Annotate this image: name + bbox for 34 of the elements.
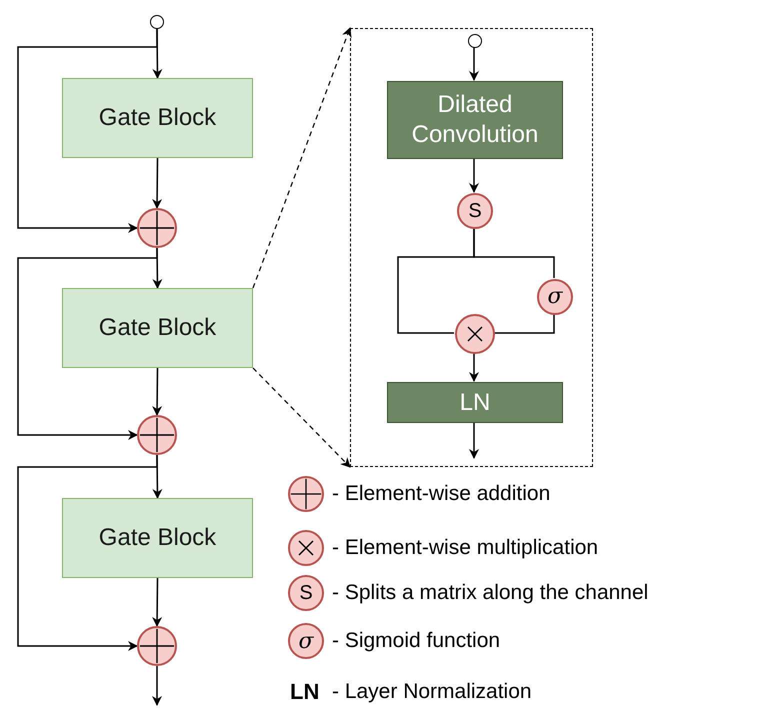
node-label: S: [468, 198, 482, 224]
node-label: Dilated Convolution: [410, 90, 540, 150]
node-label: LN: [460, 388, 490, 418]
legend-text: - Element-wise addition: [332, 483, 550, 504]
process-box: [62, 498, 253, 578]
legend-text: - Splits a matrix along the channel: [332, 582, 648, 603]
arrow: [469, 47, 479, 81]
node-label: Gate Block: [98, 313, 216, 343]
legend-text: - Element-wise multiplication: [332, 537, 598, 558]
arrow: [152, 158, 162, 209]
node-label: Gate Block: [98, 523, 216, 553]
arrow: [469, 422, 479, 459]
arrow: [152, 666, 162, 706]
split-legend-symbol: S: [288, 575, 324, 611]
arrow: [17, 455, 158, 651]
zoom-connector: [252, 27, 352, 288]
zoom-connector: [252, 368, 351, 468]
arrow: [152, 578, 162, 627]
node-label: Gate Block: [98, 103, 216, 133]
arrow: [469, 158, 479, 193]
arrow: [469, 353, 479, 382]
zoom-panel: [350, 28, 593, 467]
process-box: [62, 288, 253, 368]
process-box: [387, 382, 563, 423]
legend-abbreviation: LN: [290, 681, 320, 703]
node-label: σ: [547, 283, 563, 311]
process-box: [62, 78, 253, 158]
arrow: [17, 248, 158, 440]
legend-text: - Sigmoid function: [332, 630, 500, 651]
legend-text: - Layer Normalization: [332, 681, 532, 702]
arrow: [152, 368, 162, 416]
process-box: [387, 81, 563, 159]
arrow: [17, 29, 158, 233]
sigmoid-legend-symbol: σ: [288, 623, 324, 659]
